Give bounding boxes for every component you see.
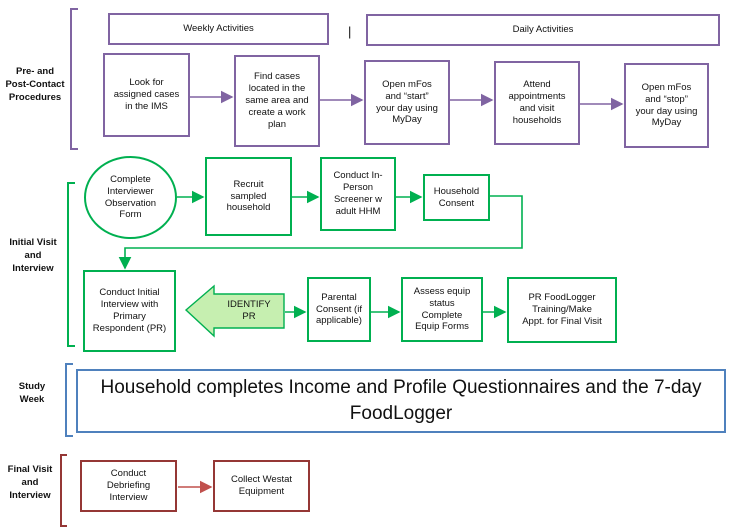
arrow-init-elbow [118,195,523,270]
bracket-final [60,454,67,527]
step-stop-day-myday: Open mFos and “stop” your day using MyDa… [624,63,709,148]
step-recruit-household: Recruit sampled household [205,157,292,236]
step-find-cases-work-plan: Find cases located in the same area and … [234,55,320,147]
step-start-day-myday: Open mFos and “start” your day using MyD… [364,60,450,145]
header-weekly-activities: Weekly Activities [108,13,329,45]
step-look-for-cases: Look for assigned cases in the IMS [103,53,190,137]
identify-pr-label: IDENTIFY PR [227,299,271,322]
phase-label-final: Final Visit and Interview [7,464,53,501]
step-household-consent: Household Consent [423,174,490,221]
header-daily-activities: Daily Activities [366,14,720,46]
cursor-mark: | [348,24,352,39]
phase-label-study-week: Study Week [18,381,46,405]
step-in-person-screener: Conduct In- Person Screener w adult HHM [320,157,396,231]
step-foodlogger-training: PR FoodLogger Training/Make Appt. for Fi… [507,277,617,343]
step-collect-equipment: Collect Westat Equipment [213,460,310,512]
step-assess-equip: Assess equip status Complete Equip Forms [401,277,483,342]
step-observation-form: Complete Interviewer Observation Form [84,156,177,239]
bracket-pre-post [70,8,78,150]
phase-label-pre-post: Pre- and Post-Contact Procedures [5,66,65,103]
step-debriefing-interview: Conduct Debriefing Interview [80,460,177,512]
study-week-box: Household completes Income and Profile Q… [76,369,726,433]
step-attend-appointments: Attend appointments and visit households [494,61,580,145]
identify-pr-block-arrow [184,284,285,338]
bracket-study [65,363,73,437]
bracket-initial [67,182,75,347]
step-initial-interview: Conduct Initial Interview with Primary R… [83,270,176,352]
step-parental-consent: Parental Consent (if applicable) [307,277,371,342]
phase-label-initial: Initial Visit and Interview [9,237,57,274]
